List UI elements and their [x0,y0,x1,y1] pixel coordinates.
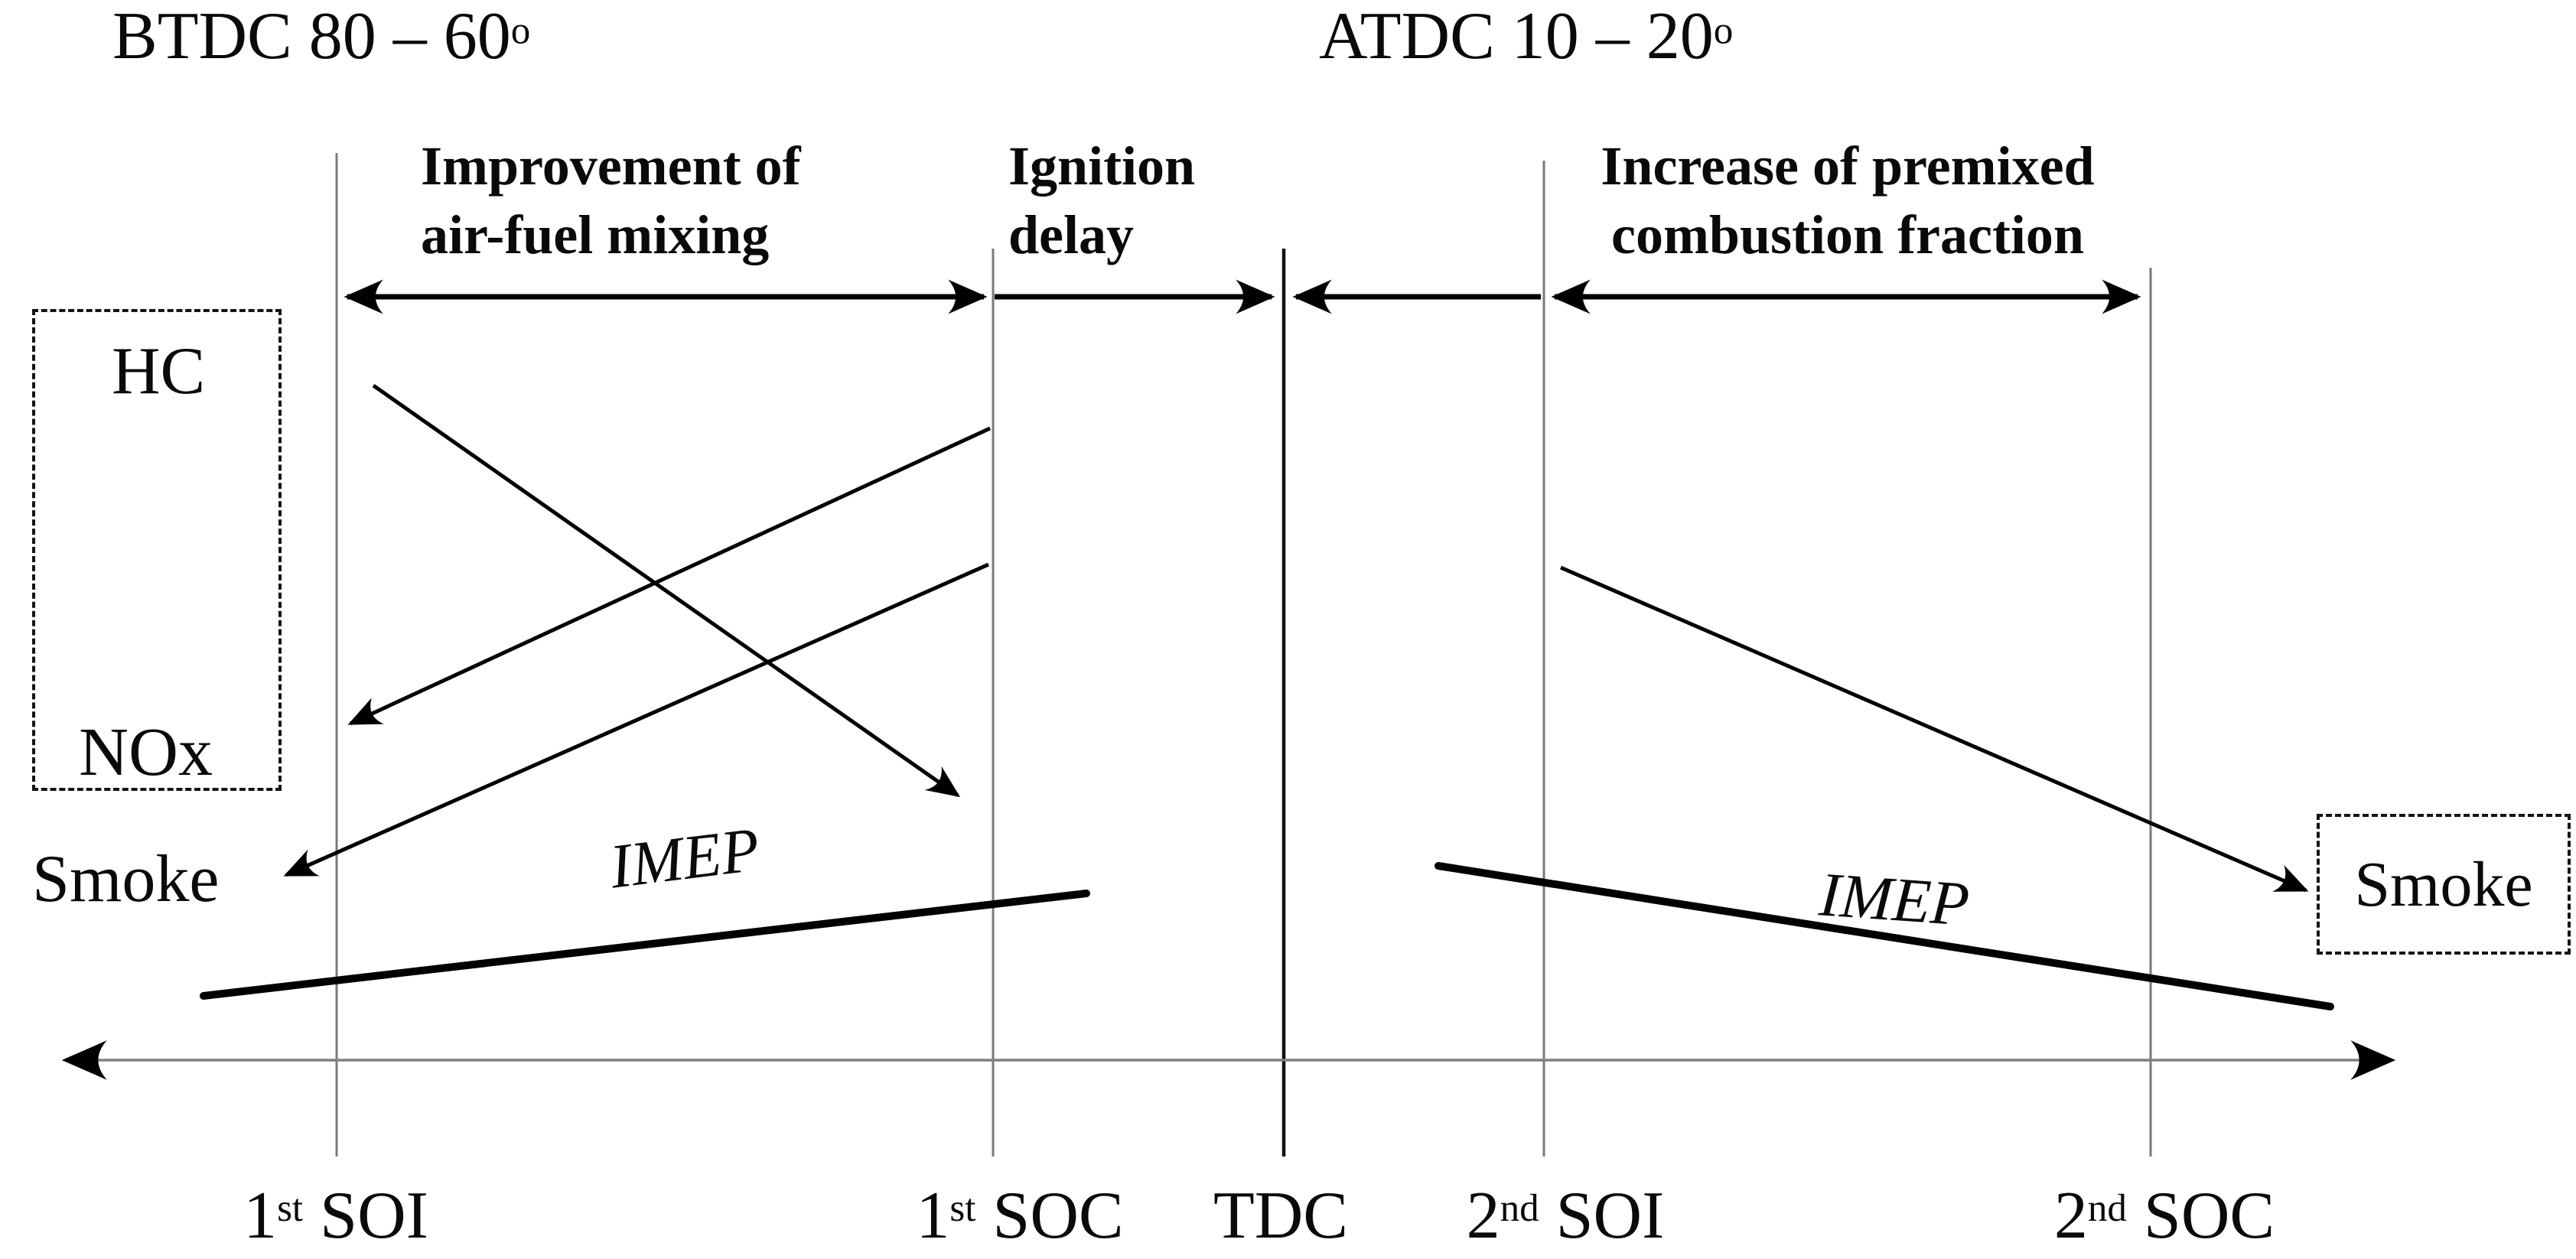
axis-label-2nd-soi: 2nd SOI [1466,1179,1665,1253]
atdc-range-label: ATDC 10 – 20o [1319,0,1734,73]
region-label-premixed: Increase of premixed combustion fraction [1601,135,2095,265]
imep-left-trend-line [200,890,1090,1000]
imep-right-label: IMEP [1817,859,1972,939]
hc-trend-arrow [372,383,961,798]
region-label-ignition-delay: Ignition delay [1008,135,1196,265]
nox-label: NOx [79,714,213,790]
emissions-box [32,309,282,791]
smoke-left-label: Smoke [32,842,220,916]
nox-trend-arrow [347,426,992,726]
axis-label-1st-soc: 1st SOC [916,1179,1124,1253]
axis-label-tdc: TDC [1213,1179,1348,1253]
hc-label: HC [112,334,206,408]
imep-right-trend-line [1435,862,2334,1010]
smoke-right-label: Smoke [2354,848,2533,920]
smoke-box: Smoke [2317,814,2571,955]
smoke-right-trend-arrow [1560,565,2309,893]
smoke-left-trend-arrow [283,562,990,877]
axis-label-1st-soi: 1st SOI [243,1179,428,1253]
axis-label-2nd-soc: 2nd SOC [2053,1179,2275,1253]
btdc-range-label: BTDC 80 – 60o [112,0,531,73]
region-label-mixing: Improvement of air-fuel mixing [421,135,801,265]
